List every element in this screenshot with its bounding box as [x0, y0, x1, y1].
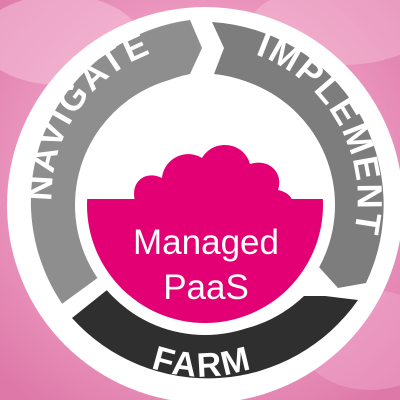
- cloud-icon: [134, 145, 292, 201]
- segment-implement: [212, 22, 384, 288]
- center-label-managed: Managed: [133, 223, 279, 262]
- segment-farm: [72, 286, 358, 379]
- center-label-paas: PaaS: [163, 268, 249, 307]
- segment-label-farm: FARM: [149, 339, 256, 385]
- segment-navigate: [30, 20, 203, 305]
